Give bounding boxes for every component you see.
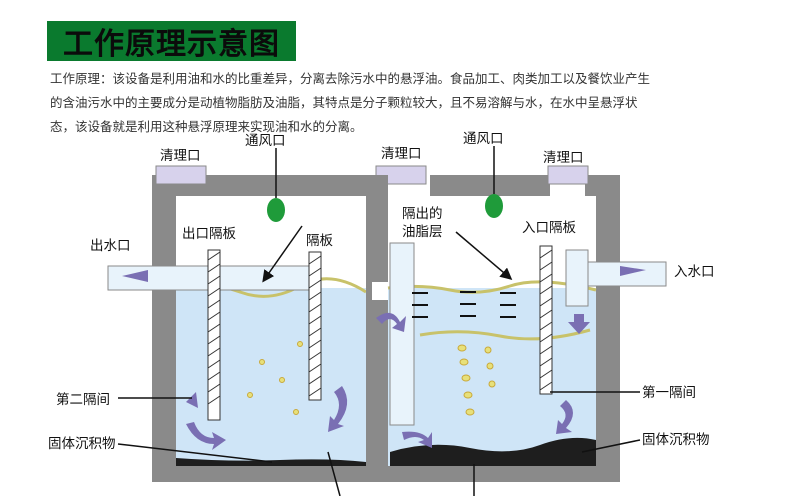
outlet-label: 出水口 <box>90 238 131 254</box>
cleanout-mid-label: 清理口 <box>381 146 422 162</box>
top-wall-right <box>430 175 550 196</box>
oil-layer-bottom <box>419 328 591 341</box>
left-upper-arrow-icon <box>186 392 198 408</box>
vent-right-label: 通风口 <box>463 131 504 147</box>
first-chamber-label: 第一隔间 <box>642 384 696 401</box>
oil-layer-label-1: 隔出的 <box>402 206 443 222</box>
outlet-baffle-label: 出口隔板 <box>182 226 236 242</box>
sediment-right <box>390 437 596 466</box>
oil-layer-label-2: 油脂层 <box>402 224 443 240</box>
transfer-pipe <box>389 242 415 426</box>
rising-oil-bubbles <box>247 341 496 416</box>
left-chamber-arrow-icon <box>328 386 348 432</box>
title-banner: 工作原理示意图 <box>47 21 296 62</box>
baffles <box>207 245 553 421</box>
inlet-drop-pipe <box>565 249 589 307</box>
middle-baffle <box>308 251 322 401</box>
inlet-baffle <box>539 245 553 395</box>
inlet-baffle-label: 入口隔板 <box>522 220 576 236</box>
bottom-left-leader <box>327 451 341 496</box>
cleanout-left-label: 清理口 <box>160 148 201 164</box>
description-line-1: 工作原理：该设备是利用油和水的比重差异，分离去除污水中的悬浮油。食品加工、肉类加… <box>50 71 651 86</box>
oil-layer-leader <box>455 231 513 280</box>
transfer-bottom-arrow-icon <box>402 431 432 448</box>
cleanout-right-cap <box>547 165 589 185</box>
description-line-2: 的含油污水中的主要成分是动植物脂肪及油脂，其特点是分子颗粒较大，且不易溶解与水，… <box>50 95 638 110</box>
vent-left-icon <box>267 198 285 222</box>
sediment-right-label: 固体沉积物 <box>642 432 710 448</box>
flow-arrows <box>122 266 646 450</box>
vent-left-label: 通风口 <box>245 133 286 149</box>
leader-lines <box>117 146 641 496</box>
transfer-top-arrow-icon <box>376 312 406 332</box>
page-title: 工作原理示意图 <box>63 27 280 62</box>
outlet-baffle-leader <box>262 225 303 283</box>
middle-baffle-hatch <box>308 255 322 397</box>
baffle-label: 隔板 <box>306 233 333 249</box>
inflow-arrow-icon <box>620 266 646 276</box>
right-chamber-arrow-icon <box>556 400 573 434</box>
sediment-right-leader <box>581 439 641 453</box>
vent-right-icon <box>485 194 503 218</box>
sediment-left-leader <box>117 443 273 463</box>
left-bottom-arrow-icon <box>186 422 226 450</box>
cleanout-left-cap <box>155 165 207 185</box>
sediment-left-label: 固体沉积物 <box>48 436 116 452</box>
second-chamber-label: 第二隔间 <box>56 391 110 408</box>
inlet-baffle-hatch <box>539 249 553 391</box>
inlet-label: 入水口 <box>674 264 715 280</box>
outflow-arrow-icon <box>122 270 148 282</box>
outlet-baffle <box>207 249 221 421</box>
top-wall-left <box>210 175 370 196</box>
description: 工作原理：该设备是利用油和水的比重差异，分离去除污水中的悬浮油。食品加工、肉类加… <box>50 67 750 139</box>
oil-droplet-dashes <box>412 291 516 318</box>
description-line-3: 态，该设备就是利用这种悬浮原理来实现油和水的分离。 <box>50 119 363 134</box>
cleanout-right-label: 清理口 <box>543 150 584 166</box>
middle-wall <box>366 175 388 482</box>
outlet-baffle-hatch <box>207 251 221 405</box>
drop-arrow-icon <box>568 314 590 334</box>
